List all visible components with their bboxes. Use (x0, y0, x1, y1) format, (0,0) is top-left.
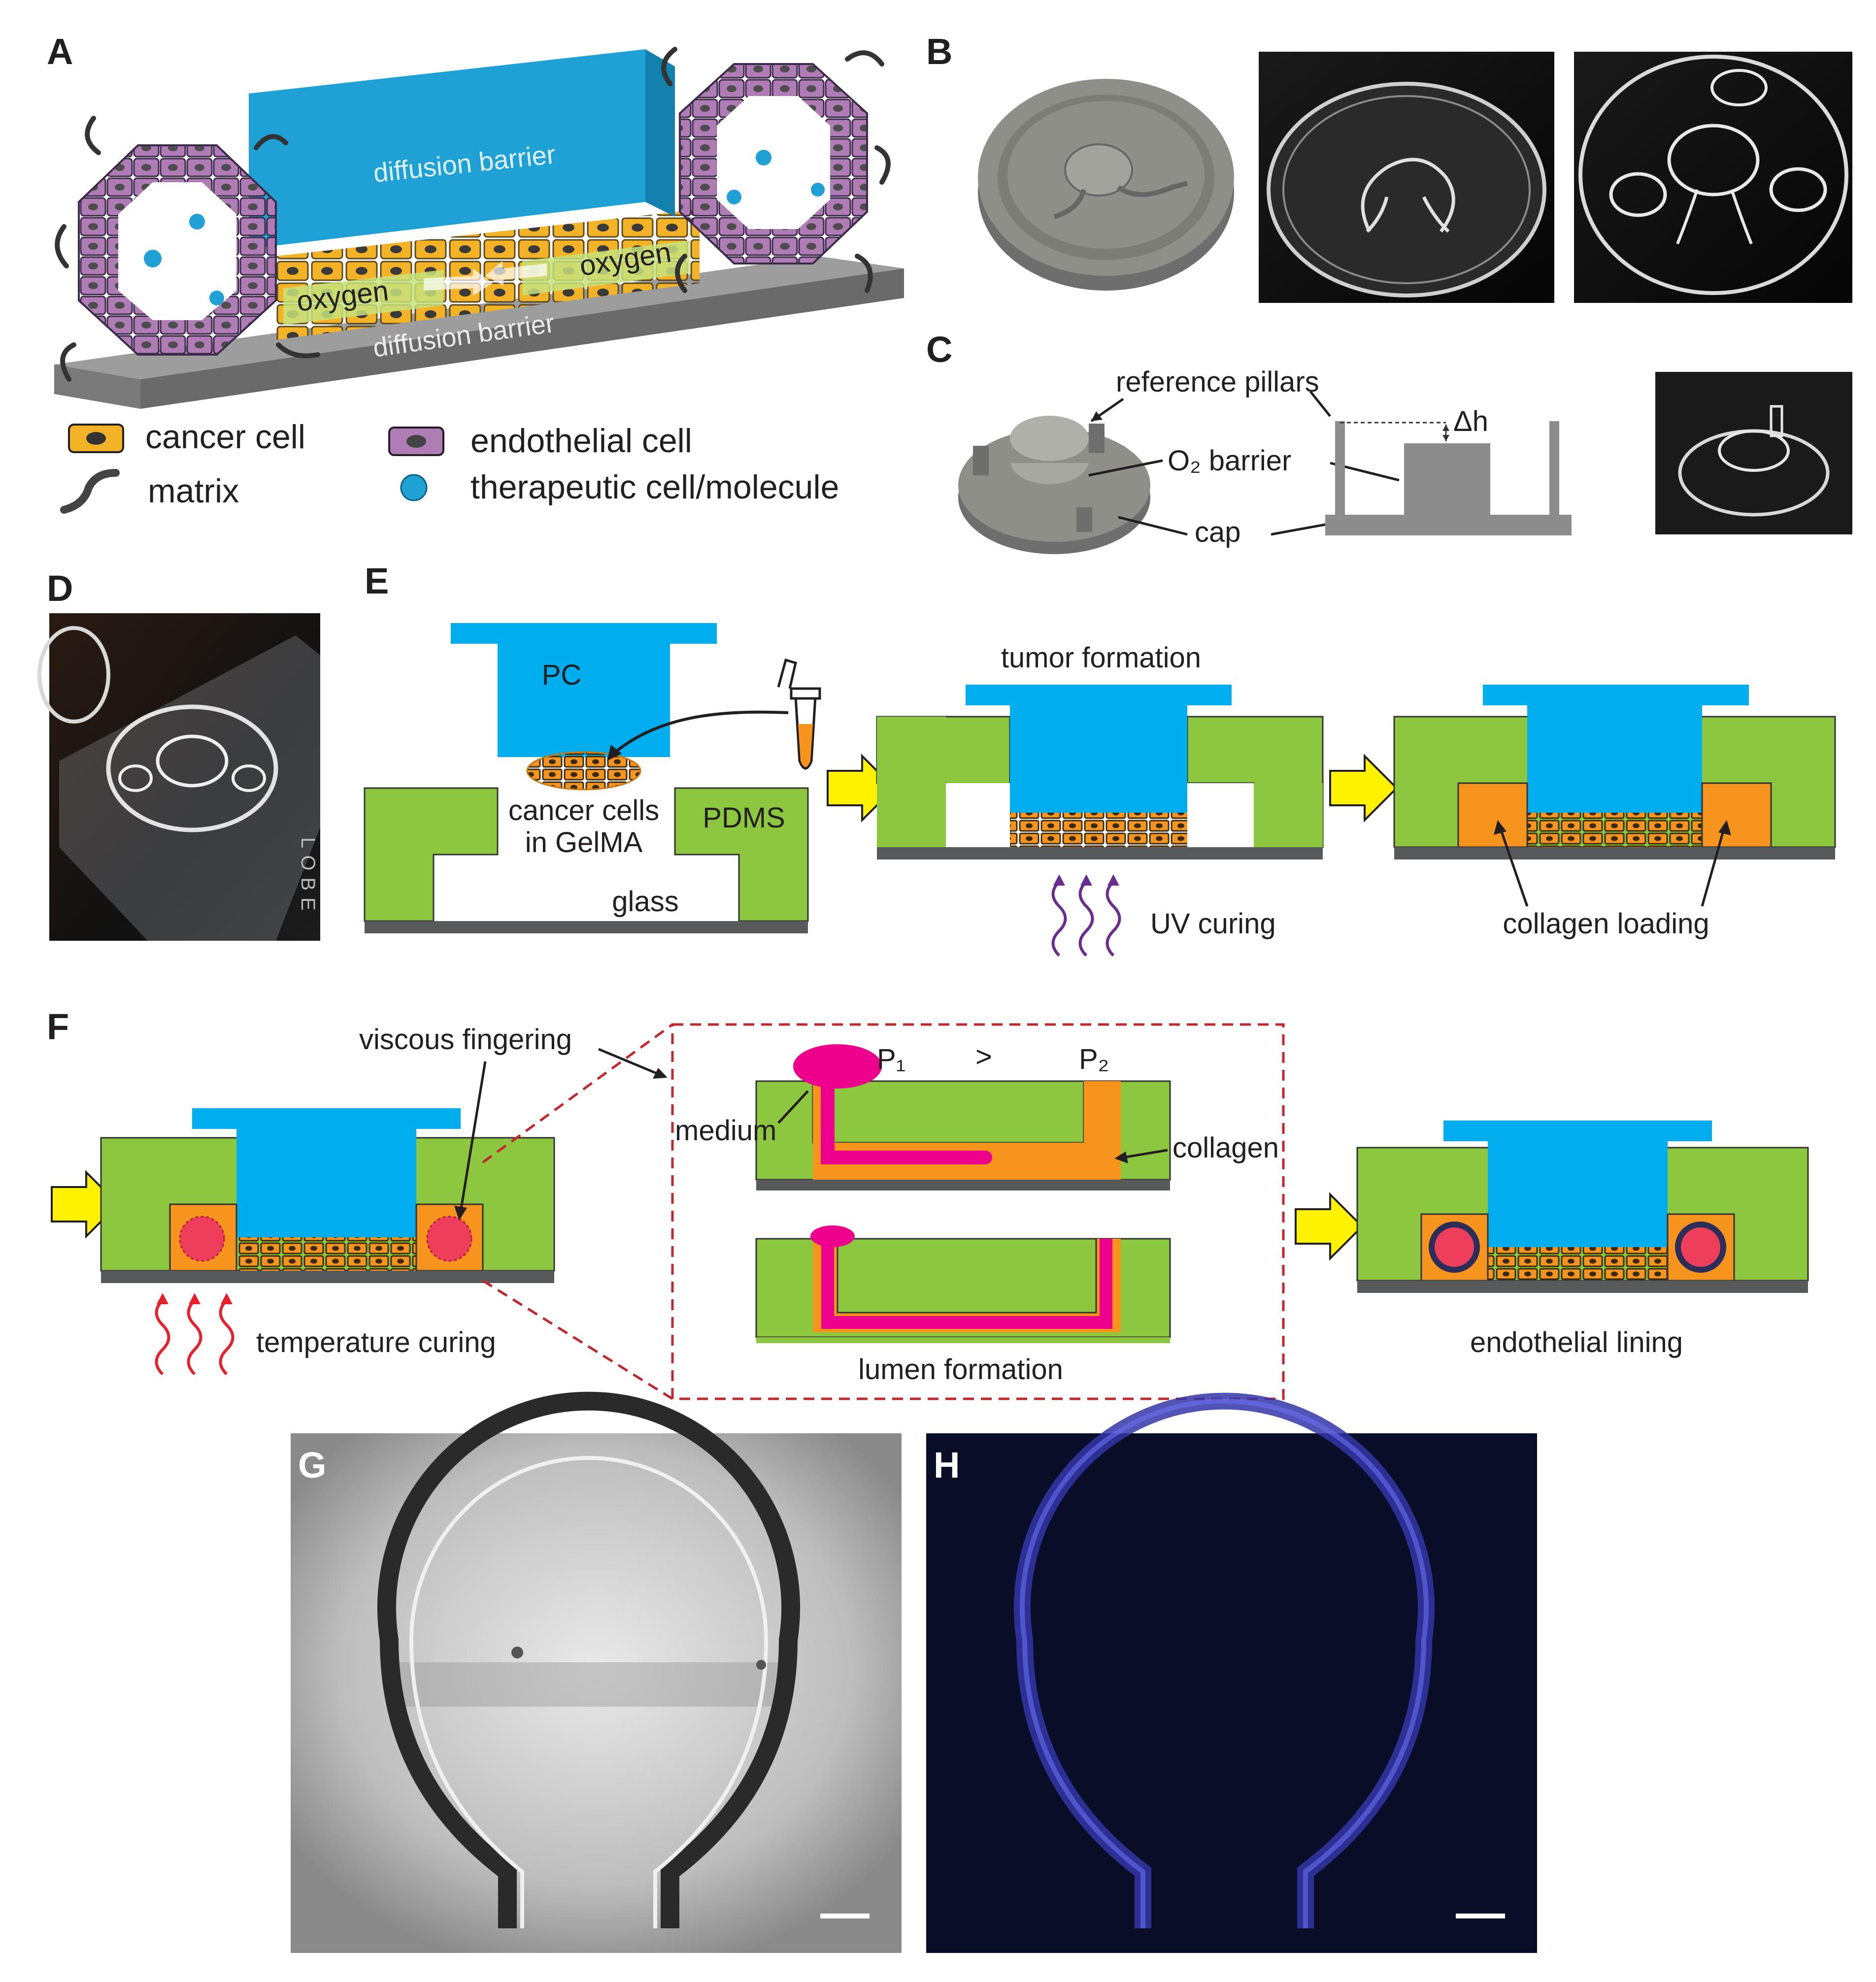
bottom-slab-side (140, 268, 904, 409)
label-p1: P₁ (877, 1043, 905, 1075)
photo-d-slide-text: LOBE (297, 837, 319, 918)
label-reference-pillars: reference pillars (1116, 366, 1319, 398)
panel-e: E PC PDMS cancer cells in GelMA glass (364, 561, 1836, 957)
label-pdms: PDMS (703, 802, 785, 834)
label-pc: PC (542, 659, 582, 691)
f-step3 (1356, 1121, 1809, 1293)
label-p2: P₂ (1079, 1043, 1109, 1075)
oxygen-left-band (283, 270, 443, 325)
panel-a-letter: A (47, 31, 73, 72)
panel-h: H (926, 1392, 1537, 1953)
oxygen-arrow-right (485, 261, 547, 286)
vessel-right (661, 47, 891, 293)
oxygen-right-band (522, 240, 690, 296)
f-zoom-lower (755, 1225, 1171, 1343)
micrograph-h (926, 1433, 1537, 1953)
panel-d: D LOBE (37, 568, 320, 941)
panel-c-letter: C (926, 329, 952, 370)
top-barrier-front (249, 49, 645, 249)
zoom-line-top (482, 1023, 673, 1164)
e-step2 (876, 685, 1324, 957)
photo-c-cap (1655, 372, 1852, 534)
label-cap: cap (1195, 516, 1241, 548)
legend-therapeutic: therapeutic cell/molecule (470, 468, 839, 506)
panel-c: C reference pillars O₂ barrier cap (926, 329, 1852, 554)
photo-d-slide (59, 635, 320, 941)
mold-render (978, 79, 1234, 291)
photo-b-pdms (1259, 52, 1554, 303)
label-cancer-cells-1: cancer cells (508, 794, 659, 826)
legend-therapeutic-swatch (400, 474, 428, 501)
label-delta-h: Δh (1453, 405, 1488, 437)
label-gt: > (975, 1041, 992, 1073)
zoom-box (671, 1023, 1285, 1400)
bottom-slab-front (54, 364, 140, 409)
bottom-slab-top (54, 256, 904, 379)
oxygen-arrow-left (424, 268, 493, 296)
label-endothelial-lining: endothelial lining (1470, 1326, 1683, 1358)
label-o2-barrier: O₂ barrier (1168, 445, 1291, 477)
label-viscous-fingering: viscous fingering (359, 1024, 572, 1056)
panel-e-letter: E (365, 561, 389, 601)
label-cancer-cells-2: in GelMA (525, 826, 643, 859)
panel-g: G (291, 1391, 902, 1953)
vessel-left (55, 116, 320, 382)
channel-outer-g (377, 1391, 800, 1928)
zoom-line-bottom (482, 1279, 673, 1400)
legend-cancer-cell: cancer cell (145, 418, 305, 456)
label-medium: medium (675, 1115, 776, 1147)
legend-endothelial-cell: endothelial cell (470, 422, 692, 460)
label-collagen: collagen (1172, 1132, 1279, 1164)
legend: cancer cell matrix endothelial cell ther… (60, 418, 839, 514)
f-step1 (100, 1108, 555, 1376)
f-zoom-upper (755, 1044, 1171, 1190)
f-arrow-2 (1295, 1192, 1364, 1261)
e-step1 (364, 623, 821, 933)
panel-a: A diffusion barrier oxygen oxygen diffus… (47, 31, 904, 514)
label-temperature-curing: temperature curing (256, 1326, 496, 1358)
legend-matrix-swatch (60, 469, 120, 514)
cap-render (958, 416, 1150, 554)
cap-cross-section (1325, 421, 1572, 535)
panel-f-letter: F (47, 1006, 69, 1047)
panel-d-letter: D (47, 568, 73, 609)
panel-h-letter: H (934, 1445, 960, 1486)
label-glass: glass (612, 886, 678, 918)
panel-b-letter: B (926, 31, 952, 72)
legend-matrix: matrix (148, 472, 239, 510)
e-arrow-2 (1329, 754, 1398, 823)
photo-b-device (1574, 52, 1852, 303)
panel-g-letter: G (298, 1445, 327, 1486)
e-step3 (1393, 685, 1836, 859)
top-barrier-side (645, 49, 675, 217)
label-uv-curing: UV curing (1150, 908, 1276, 940)
label-lumen-formation: lumen formation (858, 1354, 1063, 1386)
label-collagen-loading: collagen loading (1503, 908, 1709, 940)
label-tumor-formation: tumor formation (1001, 642, 1201, 674)
panel-b: B (926, 31, 1852, 303)
panel-f: F viscous fingering temperature curing (47, 1006, 1809, 1400)
